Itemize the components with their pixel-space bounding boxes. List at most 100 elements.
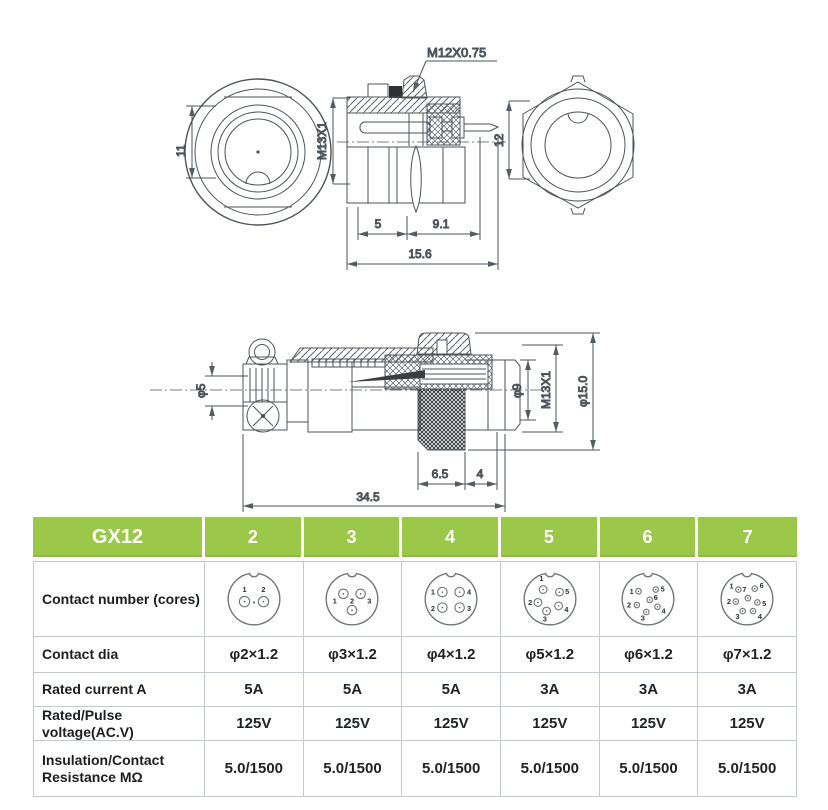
svg-text:5: 5 — [762, 599, 766, 608]
cell-insulation-5: 5.0/1500 — [500, 741, 600, 797]
cell-rated-current-7: 3A — [698, 673, 797, 707]
table-header-6: 6 — [599, 517, 699, 561]
svg-text:5: 5 — [565, 587, 569, 596]
dim-5 — [357, 207, 408, 240]
pin-diagram-svg: 1 4 2 3 — [424, 572, 478, 626]
dim-phi9 — [520, 359, 536, 421]
row-label-contact-dia: Contact dia — [33, 637, 205, 673]
svg-text:3: 3 — [368, 596, 372, 605]
svg-text:3: 3 — [467, 604, 471, 613]
dim-label-11: 11 — [174, 144, 188, 157]
dim-9-1 — [407, 137, 481, 240]
table-header-gx12: GX12 — [33, 517, 205, 561]
cell-rated-current-5: 3A — [500, 673, 600, 707]
svg-text:2: 2 — [350, 596, 354, 605]
svg-text:4: 4 — [564, 605, 569, 614]
table-header-5: 5 — [500, 517, 600, 561]
table-header-3: 3 — [303, 517, 403, 561]
cell-rated-current-3: 5A — [303, 673, 403, 707]
cell-contact-dia-5: φ5×1.2 — [500, 637, 600, 673]
dim-phi15 — [468, 332, 600, 451]
row-label-rated-voltage: Rated/Pulse voltage(AC.V) — [33, 707, 205, 741]
cell-voltage-7: 125V — [698, 707, 797, 741]
label-m12x075: M12X0.75 — [427, 45, 486, 60]
cell-voltage-2: 125V — [205, 707, 304, 741]
dim-label-12: 12 — [492, 133, 506, 147]
cell-contact-dia-4: φ4×1.2 — [402, 637, 501, 673]
dim-4 — [465, 432, 498, 490]
svg-text:7: 7 — [743, 585, 747, 594]
pin-diagram-svg: 1 56 23 4 — [621, 572, 675, 626]
svg-text:1: 1 — [730, 582, 734, 591]
cell-contact-dia-7: φ7×1.2 — [698, 637, 797, 673]
back-view — [521, 75, 635, 215]
dim-34-5 — [242, 434, 506, 512]
cell-rated-current-2: 5A — [205, 673, 304, 707]
cell-insulation-6: 5.0/1500 — [599, 741, 699, 797]
pin-diagram-5-cores: 1 5 2 3 4 — [500, 561, 600, 637]
dim-label-34-5: 34.5 — [356, 490, 380, 504]
row-label-contact-number: Contact number (cores) — [33, 561, 205, 637]
pin-diagram-svg: 1 6 7 2 5 3 4 — [720, 572, 774, 626]
cell-rated-current-4: 5A — [402, 673, 501, 707]
side-view — [337, 75, 506, 214]
dim-label-4: 4 — [477, 467, 484, 481]
pin-diagram-3-cores: 1 3 2 — [303, 561, 403, 637]
cell-insulation-2: 5.0/1500 — [205, 741, 304, 797]
svg-text:1: 1 — [539, 574, 543, 583]
dim-label-m13x1-mid: M13X1 — [539, 371, 553, 409]
dim-phi5 — [205, 362, 248, 420]
svg-text:4: 4 — [662, 607, 667, 616]
svg-text:2: 2 — [528, 598, 532, 607]
svg-text:6: 6 — [760, 581, 764, 590]
dim-label-6-5: 6.5 — [432, 467, 449, 481]
dim-label-5: 5 — [375, 217, 382, 231]
dim-11 — [186, 105, 216, 179]
cell-insulation-3: 5.0/1500 — [303, 741, 403, 797]
cell-voltage-5: 125V — [500, 707, 600, 741]
dim-label-phi15: φ15.0 — [576, 376, 590, 407]
svg-text:2: 2 — [628, 601, 632, 610]
spec-table: GX12 2 3 4 5 6 7 Contact number (cores) … — [33, 517, 797, 797]
pin-diagram-svg: 1 5 2 3 4 — [523, 572, 577, 626]
dim-label-phi9: φ9 — [510, 383, 524, 398]
row-label-insulation: Insulation/Contact Resistance MΩ — [33, 741, 205, 797]
svg-text:4: 4 — [467, 588, 472, 597]
svg-text:3: 3 — [641, 614, 645, 623]
cell-insulation-4: 5.0/1500 — [402, 741, 501, 797]
svg-text:2: 2 — [261, 585, 265, 594]
svg-text:3: 3 — [736, 612, 740, 621]
cell-voltage-6: 125V — [599, 707, 699, 741]
svg-text:1: 1 — [630, 587, 634, 596]
svg-text:5: 5 — [661, 584, 665, 593]
cell-rated-current-6: 3A — [599, 673, 699, 707]
connector-assembled-drawing: φ5 φ9 M13X1 φ15.0 — [150, 332, 600, 512]
table-header-2: 2 — [205, 517, 304, 561]
svg-text:1: 1 — [242, 585, 246, 594]
cell-contact-dia-3: φ3×1.2 — [303, 637, 403, 673]
cell-contact-dia-2: φ2×1.2 — [205, 637, 304, 673]
svg-text:3: 3 — [543, 614, 547, 623]
table-header-4: 4 — [402, 517, 501, 561]
front-view — [184, 78, 332, 226]
cell-insulation-7: 5.0/1500 — [698, 741, 797, 797]
dim-label-phi5: φ5 — [194, 383, 208, 398]
svg-text:6: 6 — [654, 593, 658, 602]
assembled-view — [150, 332, 548, 451]
connector-top-drawing: 11 M13X1 — [174, 45, 635, 270]
dim-m13x1-mid — [522, 344, 563, 433]
svg-text:4: 4 — [758, 612, 763, 621]
dim-label-9-1: 9.1 — [433, 217, 450, 231]
pin-diagram-svg: 1 3 2 — [325, 572, 379, 626]
cell-voltage-4: 125V — [402, 707, 501, 741]
leader-m12x075 — [412, 60, 497, 93]
svg-text:2: 2 — [431, 604, 435, 613]
svg-text:1: 1 — [333, 596, 337, 605]
table-header-7: 7 — [698, 517, 797, 561]
svg-text:1: 1 — [431, 588, 435, 597]
svg-text:2: 2 — [727, 597, 731, 606]
